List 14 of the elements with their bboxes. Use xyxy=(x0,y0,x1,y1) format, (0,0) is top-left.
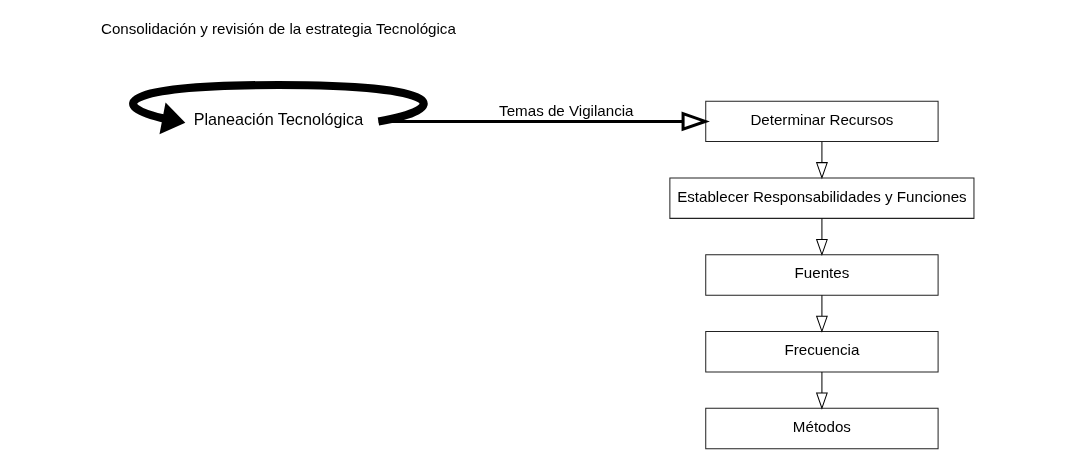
node-box: Determinar Recursos xyxy=(705,100,939,143)
node-text: Planeación Tecnológica xyxy=(193,110,364,129)
arrow xyxy=(378,111,710,132)
arrow xyxy=(815,141,828,180)
arrow xyxy=(129,81,427,135)
node-box: Establecer Responsabilidades y Funciones xyxy=(669,177,975,219)
node-box: Frecuencia xyxy=(705,331,939,373)
label: Consolidación y revisión de la estrategia Tecnológica xyxy=(100,20,456,38)
node-box: Fuentes xyxy=(705,254,939,296)
arrow xyxy=(815,294,828,333)
edge-label: Temas de Vigilancia xyxy=(499,102,634,120)
arrow xyxy=(815,371,828,410)
arrow xyxy=(815,217,828,257)
node-box: Métodos xyxy=(705,407,939,450)
